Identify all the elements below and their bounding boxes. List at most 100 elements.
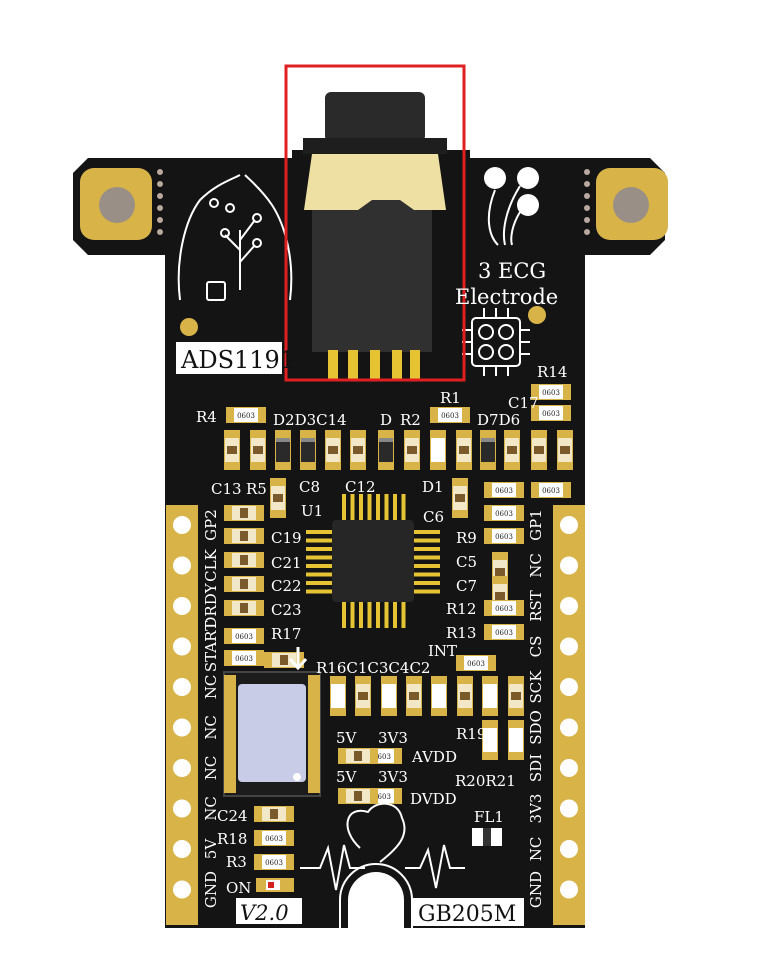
smd-component — [480, 430, 496, 470]
smd-component — [325, 430, 341, 470]
smd-component — [330, 676, 346, 716]
right-mount-hole — [596, 168, 668, 240]
smd-component — [224, 552, 264, 568]
body-silhouette-icon — [177, 174, 293, 301]
fl1-component — [472, 828, 502, 846]
designator-r20r21: R20R21 — [455, 772, 516, 790]
header-hole — [173, 880, 191, 899]
smd-component — [250, 430, 266, 470]
header-hole — [173, 840, 191, 858]
designator-r1: R1 — [440, 389, 461, 407]
designator-r3: R3 — [226, 853, 247, 871]
smd-component — [504, 430, 520, 470]
svg-text:0603: 0603 — [495, 605, 513, 613]
dvdd-label: DVDD — [410, 790, 457, 808]
smd-component: 0603 — [484, 624, 524, 640]
test-pad — [528, 306, 546, 324]
smd-component — [482, 676, 498, 716]
on-label: ON — [226, 879, 251, 897]
heart-ecg-icon — [300, 802, 465, 891]
smd-component: 0603 — [226, 407, 266, 423]
header-hole — [560, 678, 578, 696]
smd-component — [224, 576, 264, 592]
right-pin-label: NC — [527, 837, 545, 862]
svg-text:0603: 0603 — [542, 487, 560, 495]
ic-pin — [384, 602, 389, 628]
part-label-box — [176, 342, 282, 374]
right-pin-label: SDO — [527, 710, 545, 745]
smd-component: 0603 — [484, 600, 524, 616]
ic-pin — [367, 494, 372, 520]
smd-component — [508, 676, 524, 716]
part-label: ADS1191 — [180, 346, 295, 374]
avdd-label: AVDD — [411, 748, 457, 766]
smd-component — [452, 478, 468, 518]
smd-component — [456, 430, 472, 470]
smd-component — [338, 788, 378, 804]
power-3v3-label: 3V3 — [378, 768, 408, 786]
designator-c8: C8 — [299, 478, 320, 496]
svg-text:0603: 0603 — [235, 655, 253, 663]
smd-component — [404, 430, 420, 470]
header-hole — [560, 799, 578, 818]
arrow-down-icon — [288, 647, 308, 671]
smd-component — [508, 720, 524, 760]
designator-c24: C24 — [217, 807, 248, 825]
smd-component — [482, 720, 498, 760]
ic-pin — [359, 602, 363, 628]
smd-component: 0603 — [531, 482, 571, 498]
right-pin-label: GND — [527, 871, 545, 908]
right-pin-label: 3V3 — [527, 794, 545, 824]
svg-text:0603: 0603 — [467, 660, 485, 668]
right-pin-label: CS — [527, 636, 545, 658]
header-hole — [173, 799, 191, 818]
header-hole — [173, 678, 191, 696]
int-label: INT — [428, 642, 457, 660]
ic-pin — [414, 572, 440, 577]
smd-component: 0603 — [531, 405, 571, 421]
smd-component: 0603 — [484, 482, 524, 498]
svg-text:0603: 0603 — [373, 753, 391, 761]
designator-c22: C22 — [271, 577, 302, 595]
svg-text:0603: 0603 — [495, 487, 513, 495]
audio-jack-connector — [303, 92, 447, 380]
designator-c23: C23 — [271, 601, 302, 619]
designator-r14: R14 — [537, 363, 567, 381]
ic-pin — [306, 555, 332, 560]
designator-d2d3c14: D2D3C14 — [273, 411, 347, 429]
designator-c13: C13 — [211, 480, 242, 498]
left-pin-label: NC — [202, 675, 220, 700]
ic-pin — [401, 494, 406, 520]
product-label-box — [412, 898, 524, 926]
header-hole — [173, 637, 191, 656]
power-5v-label: 5V — [336, 729, 358, 747]
ic-pin — [384, 494, 389, 520]
ic-pin — [306, 564, 332, 568]
ic-pin — [350, 602, 355, 628]
smd-component — [338, 748, 378, 764]
smd-component — [224, 528, 264, 544]
svg-text:0603: 0603 — [495, 533, 513, 541]
designator-c5: C5 — [456, 553, 477, 571]
designator-r9: R9 — [456, 529, 477, 547]
designator-r17: R17 — [271, 625, 301, 643]
ic-pin — [393, 494, 397, 520]
product-label: GB205M — [418, 902, 516, 927]
fl1-label: FL1 — [474, 808, 504, 826]
left-pin-label: START — [202, 621, 220, 672]
smd-component — [430, 430, 446, 470]
left-pin-label: 5V — [202, 838, 220, 860]
smd-component: 0603 — [531, 384, 571, 400]
smd-component — [431, 676, 447, 716]
smd-component — [254, 806, 294, 822]
header-hole — [560, 597, 578, 615]
bottom-notch — [348, 872, 404, 928]
smd-component: 0603 — [484, 528, 524, 544]
chip-icon — [462, 308, 530, 376]
designator-c12: C12 — [345, 478, 376, 496]
smd-component — [275, 430, 291, 470]
header-hole — [560, 840, 578, 858]
svg-text:0603: 0603 — [265, 859, 283, 867]
smd-component — [300, 430, 316, 470]
smd-component: 0603 — [224, 628, 264, 644]
